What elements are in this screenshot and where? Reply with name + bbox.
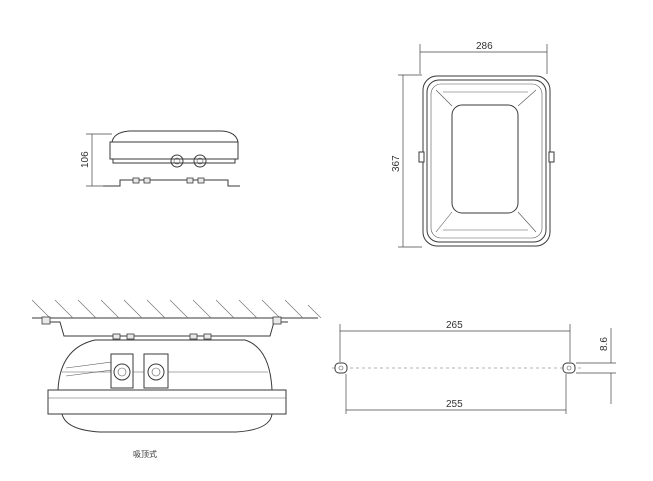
mounting-holes: [332, 362, 584, 374]
top-view: [418, 75, 555, 247]
mount-offset-label: 8.6: [599, 337, 610, 351]
mounting-bracket: [41, 316, 288, 340]
mount-inner-label: 255: [446, 399, 463, 410]
top-width-label: 286: [476, 41, 493, 52]
top-height-dimension: 367: [391, 74, 422, 248]
side-height-dimension: 106: [80, 133, 112, 187]
side-view: [103, 130, 240, 187]
ceiling-hatch: [31, 299, 322, 319]
mount-offset-dimension: 8.6: [576, 328, 616, 404]
lamp-body: [47, 339, 287, 433]
top-height-label: 367: [391, 155, 402, 172]
mount-outer-label: 265: [446, 320, 463, 331]
mount-inner-dimension: 255: [345, 374, 567, 414]
top-width-dimension: 286: [419, 41, 548, 74]
mount-outer-dimension: 265: [339, 320, 571, 362]
side-height-label: 106: [80, 151, 91, 168]
mount-type-caption: 吸顶式: [133, 449, 157, 459]
